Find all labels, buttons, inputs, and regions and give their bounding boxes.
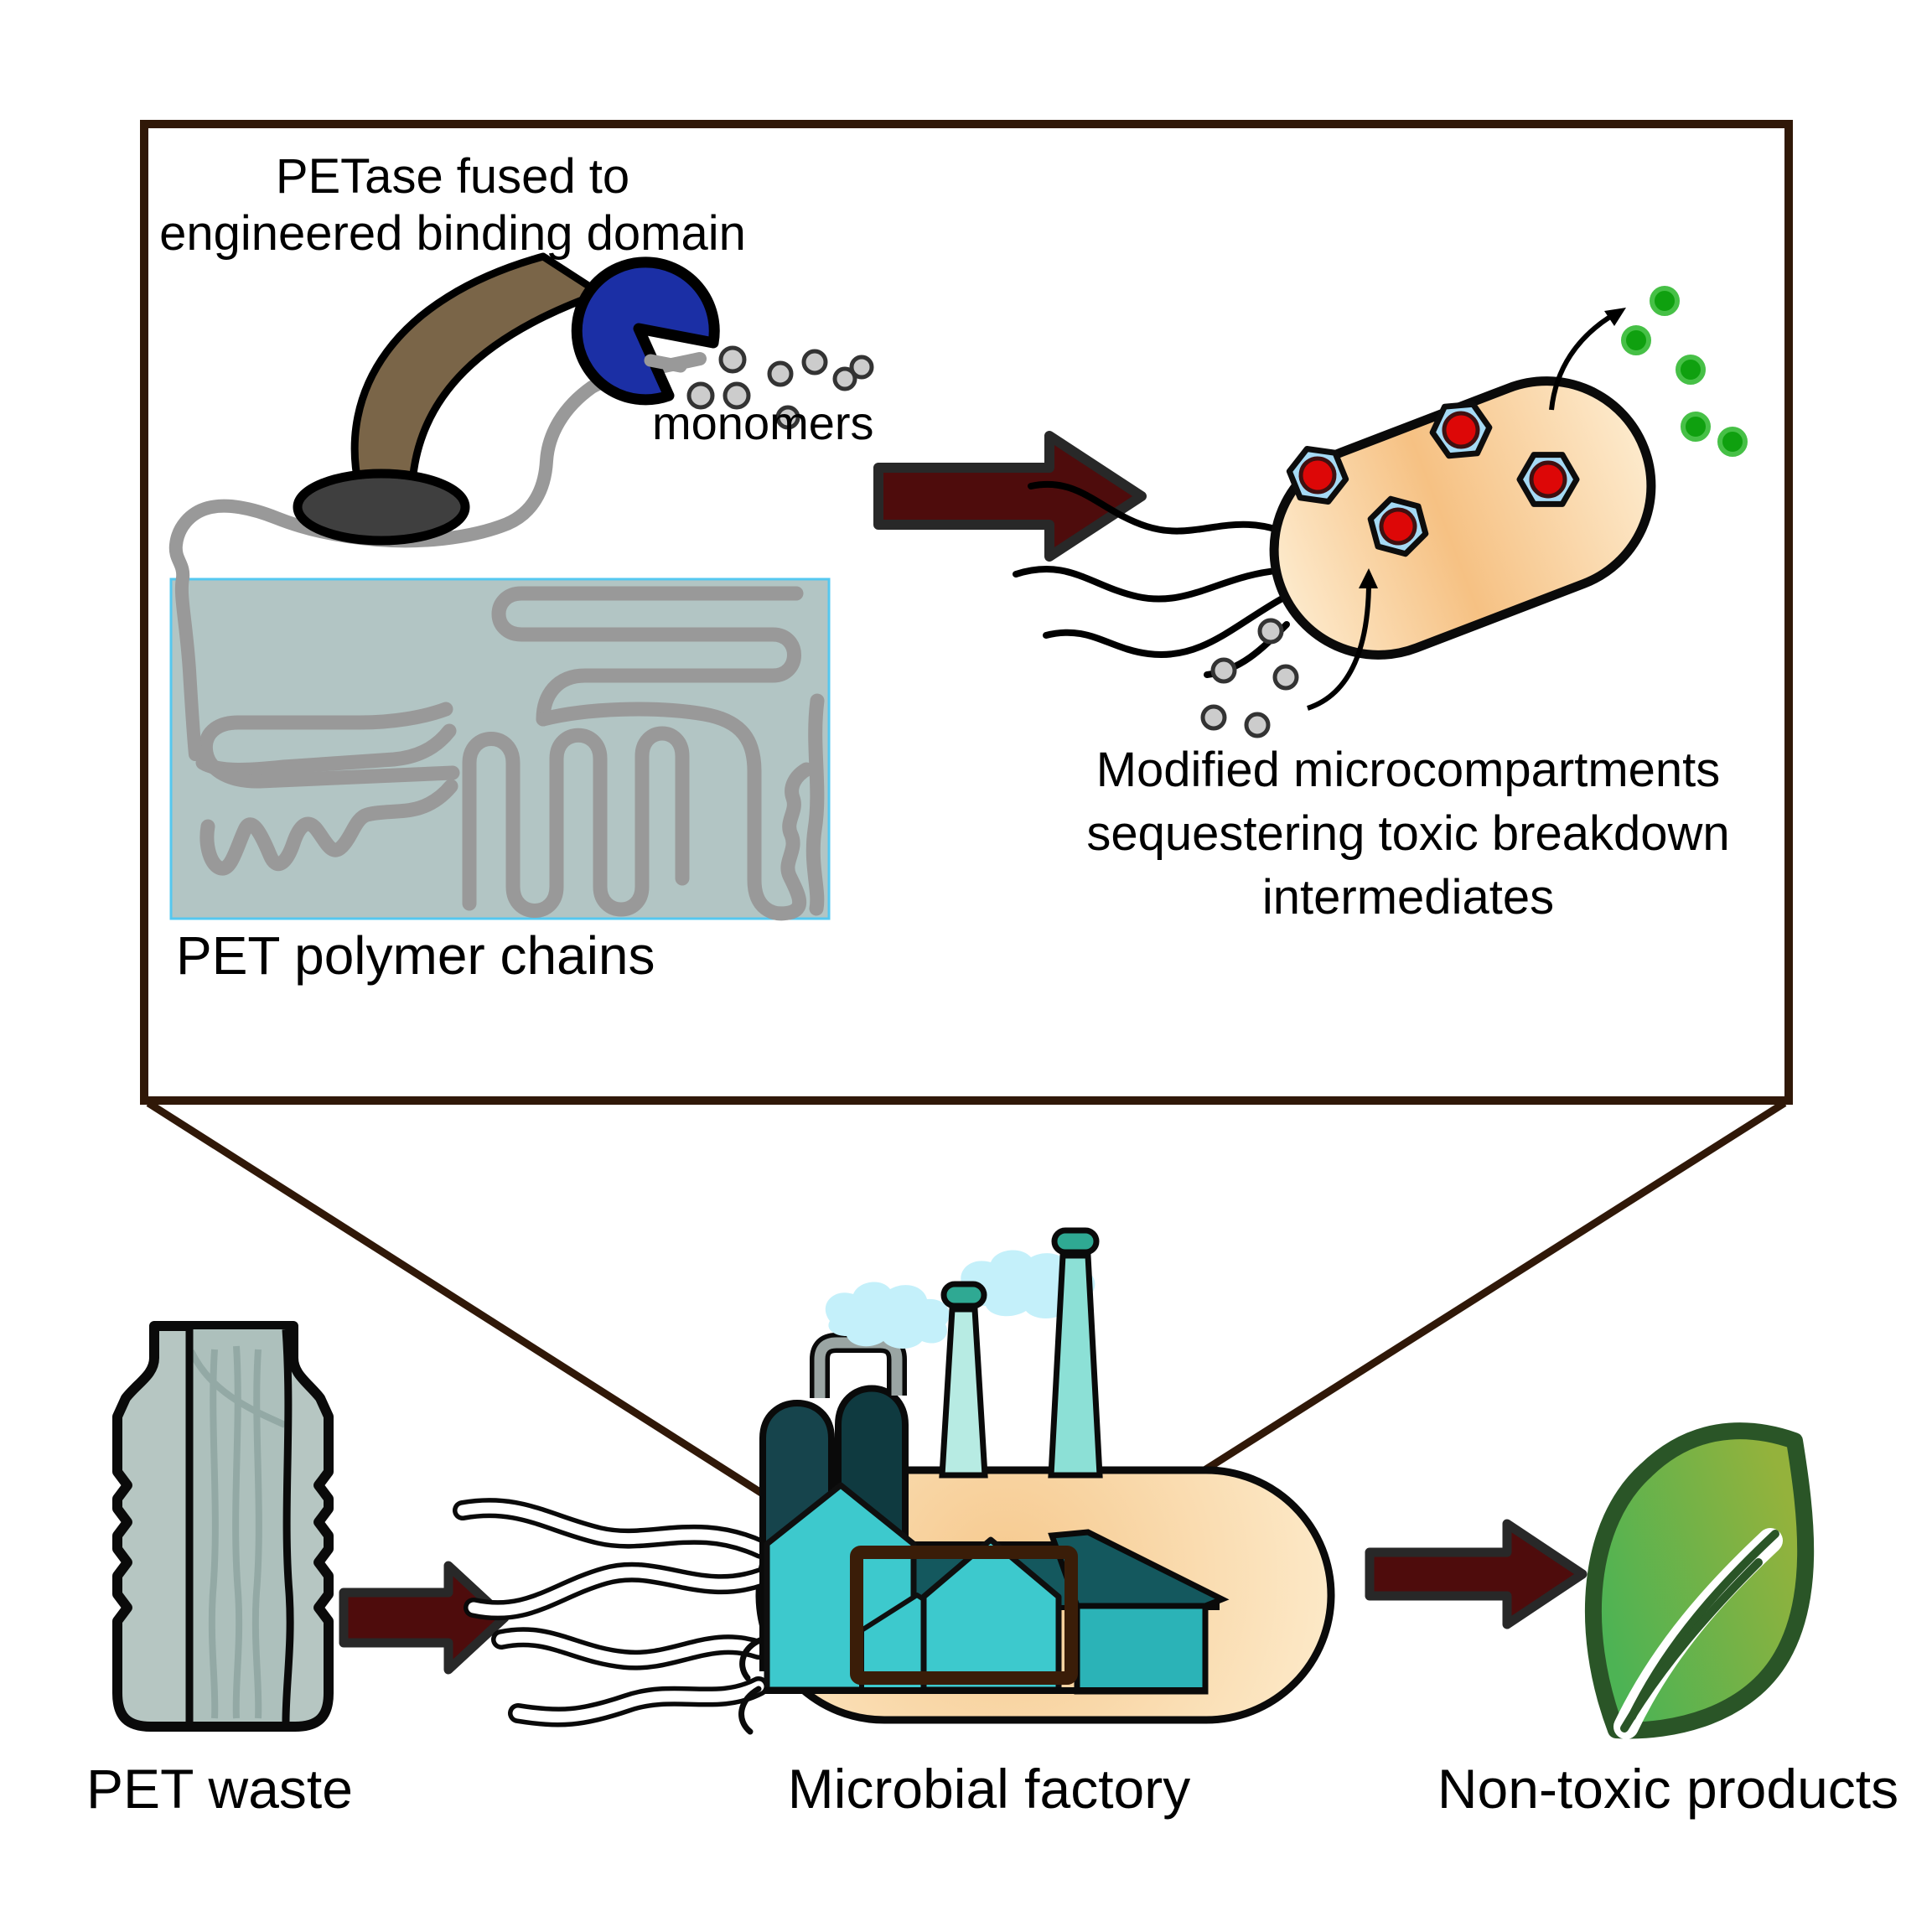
chimney-icon bbox=[1048, 1252, 1103, 1479]
polymer-chain-squiggles bbox=[195, 586, 825, 921]
leaf-vein-lower-edge bbox=[1620, 1558, 1763, 1733]
arrow-right-icon bbox=[339, 1561, 510, 1675]
factory-label: Microbial factory bbox=[788, 1758, 1190, 1820]
microcompartment-caption-line3: intermediates bbox=[1262, 870, 1554, 925]
microbial-factory-icon bbox=[453, 1227, 1335, 1735]
arrow-right-icon bbox=[1365, 1519, 1588, 1629]
petase-assembly bbox=[168, 252, 720, 761]
chimney-cap bbox=[940, 1281, 987, 1309]
green-product-dots bbox=[1621, 286, 1748, 457]
leaf-icon bbox=[1585, 1422, 1815, 1739]
microcompartment-caption-line1: Modified microcompartments bbox=[1096, 743, 1721, 797]
polymer-box-label: PET polymer chains bbox=[176, 925, 655, 986]
engineered-bacterium-icon bbox=[1013, 286, 1748, 738]
microcompartment-caption-line2: sequestering toxic breakdown bbox=[1086, 806, 1729, 861]
petase-title-line1: PETase fused to bbox=[276, 149, 629, 204]
pet-waste-label: PET waste bbox=[86, 1758, 353, 1820]
pet-polymer-box bbox=[169, 578, 831, 921]
factory-flagella-icon bbox=[453, 1498, 771, 1735]
microcompartment-hexagon-icon bbox=[1429, 401, 1493, 459]
zoom-source-box bbox=[850, 1546, 1078, 1685]
bottle-fold-lines bbox=[185, 1329, 294, 1722]
petase-enzyme-icon bbox=[571, 256, 720, 406]
factory-right-wing bbox=[1074, 1599, 1209, 1695]
chimney-cap bbox=[1051, 1227, 1100, 1256]
monomers-label: monomers bbox=[652, 396, 874, 449]
microcompartment-hexagon-icon bbox=[1367, 495, 1429, 557]
uptake-monomer-dots bbox=[1200, 618, 1299, 738]
uptake-arrow bbox=[1307, 576, 1372, 711]
pet-bottle-icon bbox=[112, 1321, 334, 1732]
arrow-right-icon bbox=[873, 431, 1147, 562]
secretion-arrowhead-icon bbox=[1604, 308, 1626, 326]
leaf-blade bbox=[1585, 1422, 1815, 1739]
chimney-icon bbox=[939, 1306, 988, 1479]
binding-domain-icon bbox=[293, 469, 470, 546]
linker-arm-icon bbox=[350, 252, 604, 490]
secretion-arrow bbox=[1549, 313, 1614, 411]
products-label: Non-toxic products bbox=[1437, 1758, 1898, 1820]
chain-fragment-in-mouth bbox=[644, 354, 687, 373]
uptake-arrowhead-icon bbox=[1359, 568, 1378, 588]
polymer-chain-strand bbox=[168, 352, 707, 761]
microcompartments bbox=[1286, 401, 1580, 557]
microcompartment-hexagon-icon bbox=[1516, 452, 1580, 507]
monomer-dots bbox=[686, 345, 874, 430]
petase-title-line2: engineered binding domain bbox=[159, 206, 746, 261]
bottle-creases bbox=[188, 1345, 287, 1719]
zoom-connector-left bbox=[146, 1100, 862, 1559]
microcompartment-hexagon-icon bbox=[1286, 446, 1349, 505]
